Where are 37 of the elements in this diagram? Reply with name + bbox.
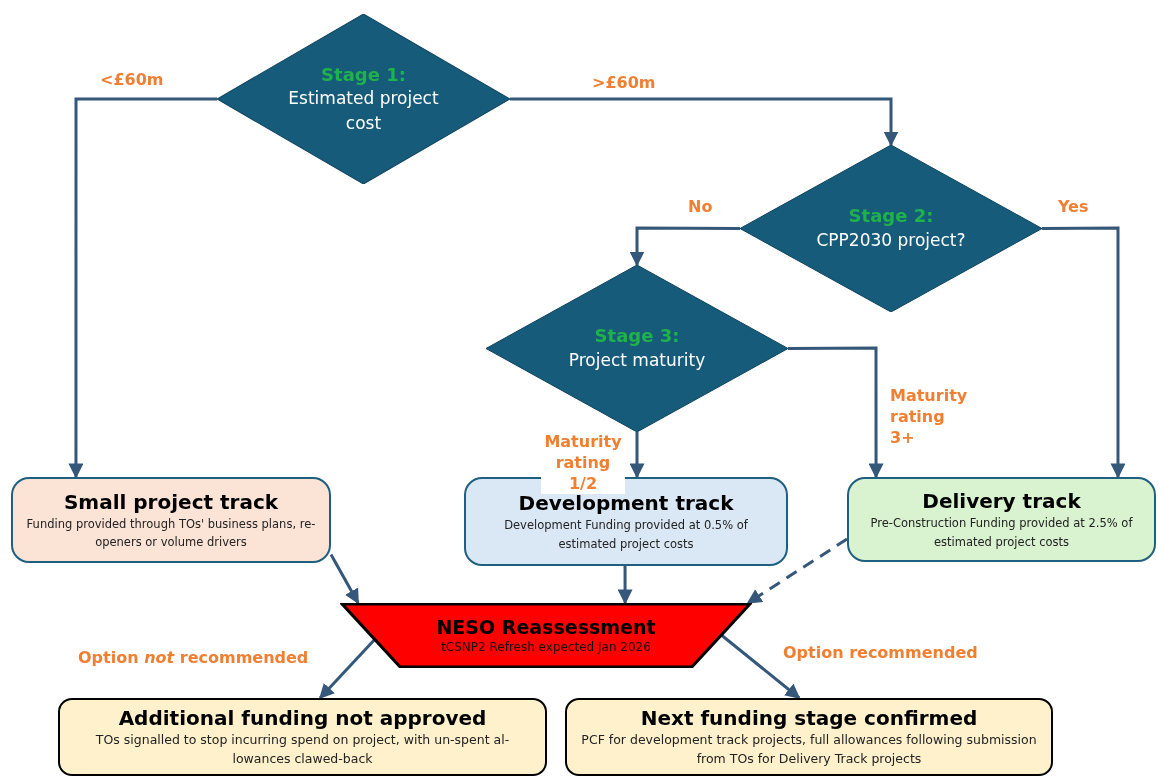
track-card	[847, 477, 1156, 562]
outcome-title: Additional funding not approved	[118, 705, 487, 731]
outcome-description: PCF for development track projects, full allowances following submission from TOs for Delivery Track projects	[580, 730, 1038, 768]
edge-label: Maturity rating 1/2	[541, 432, 625, 495]
edge-label: Option recommended	[781, 643, 980, 664]
track-description: Pre-Construction Funding provided at 2.5% of estimated project costs	[869, 515, 1134, 551]
arrow	[720, 634, 801, 700]
arrow	[68, 97, 217, 479]
outcome-card	[58, 698, 547, 776]
outcome-description: TOs signalled to stop incurring spend on project, with un-spent al-lowances clawed-back	[94, 730, 511, 768]
arrow	[629, 432, 645, 479]
track-title: Small project track	[63, 488, 279, 515]
track-description: Funding provided through TOs' business plans, re-openers or volume drivers	[25, 515, 317, 551]
arrow	[1042, 226, 1126, 479]
arrow	[788, 346, 884, 479]
arrow	[319, 639, 376, 700]
track-title: Delivery track	[922, 488, 1081, 515]
reassessment-title: NESO Reassessment	[436, 615, 656, 639]
track-card	[11, 477, 331, 563]
track-description: Development Funding provided at 0.5% of estimated project costs	[503, 517, 749, 553]
track-card	[464, 477, 788, 566]
stage-label: Stage 2:	[848, 204, 934, 228]
arrow	[510, 97, 899, 147]
stage-label: Stage 1:	[321, 62, 406, 87]
outcome-card	[565, 698, 1053, 776]
stage-label: Stage 3:	[594, 324, 680, 348]
reassessment-trapezoid	[340, 603, 752, 668]
decision-diamond	[217, 14, 510, 184]
decision-diamond	[486, 265, 788, 432]
arrow	[629, 226, 740, 267]
reassessment-subtitle: tCSNP2 Refresh expected Jan 2026	[441, 638, 651, 656]
question-text: CPP2030 project?	[816, 228, 966, 252]
decision-diamond	[740, 145, 1042, 312]
question-text: Project maturity	[568, 348, 706, 372]
question-text: Estimated project cost	[287, 87, 440, 135]
dashed-arrow	[746, 537, 848, 605]
outcome-title: Next funding stage confirmed	[640, 705, 978, 731]
